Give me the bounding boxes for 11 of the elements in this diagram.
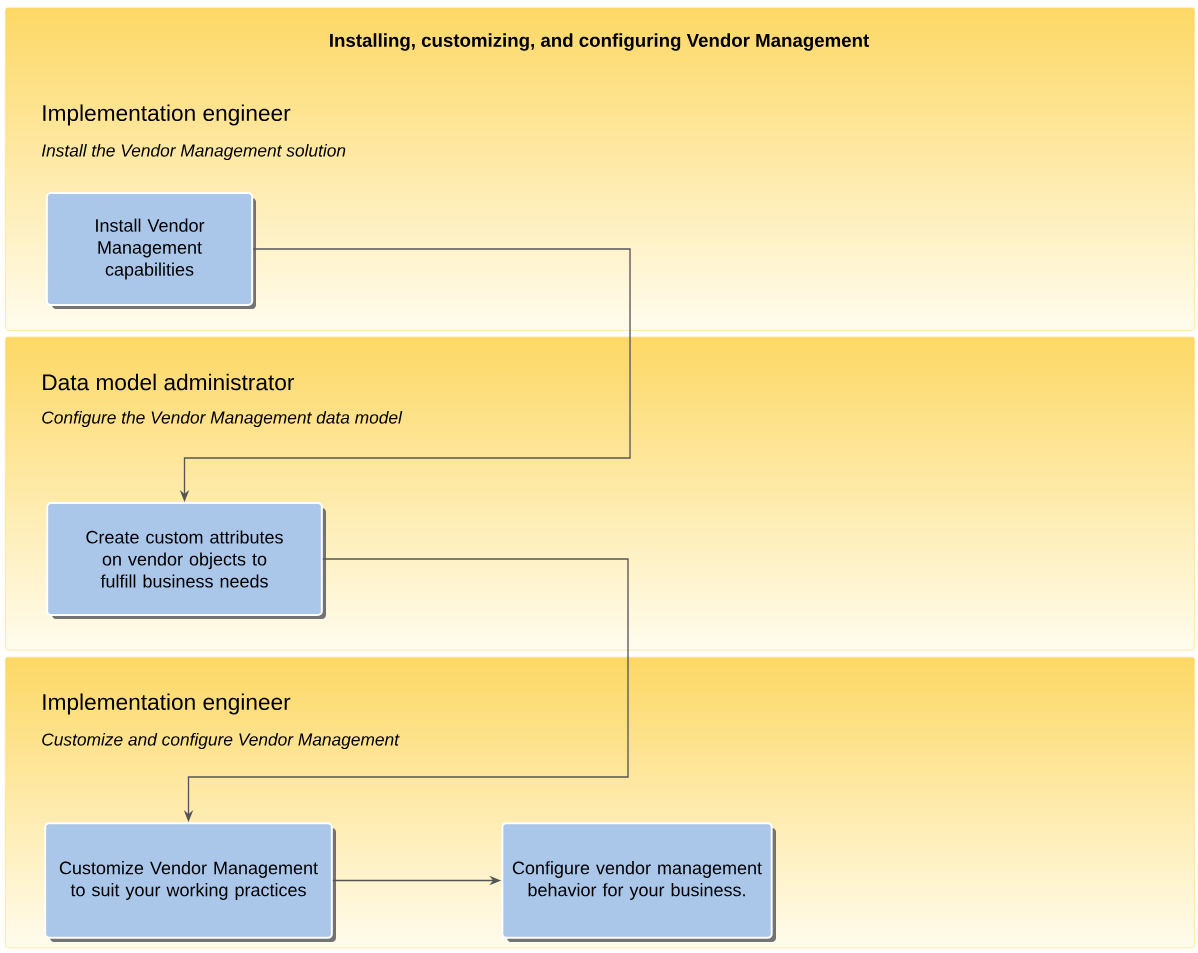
title: Installing, customizing, and configuring Vendor Management xyxy=(330,33,869,51)
process-box: Create custom attributes on vendor objects to fulfill business needs xyxy=(46,502,326,619)
lane-subtitle: Customize and configure Vendor Management xyxy=(42,732,400,750)
lane-subtitle: Configure the Vendor Management data model xyxy=(42,410,403,428)
lane-heading: Implementation engineer xyxy=(43,104,291,126)
lane-heading: Data model administrator xyxy=(43,373,295,391)
process-box: Customize Vendor Management to suit your working practices xyxy=(44,822,336,942)
process-box: Configure vendor management behavior for your business. xyxy=(501,822,776,942)
process-box: Install Vendor Management capabilities xyxy=(45,192,256,309)
lane-heading: Implementation engineer xyxy=(43,693,291,715)
lane-subtitle: Install the Vendor Management solution xyxy=(41,143,346,161)
